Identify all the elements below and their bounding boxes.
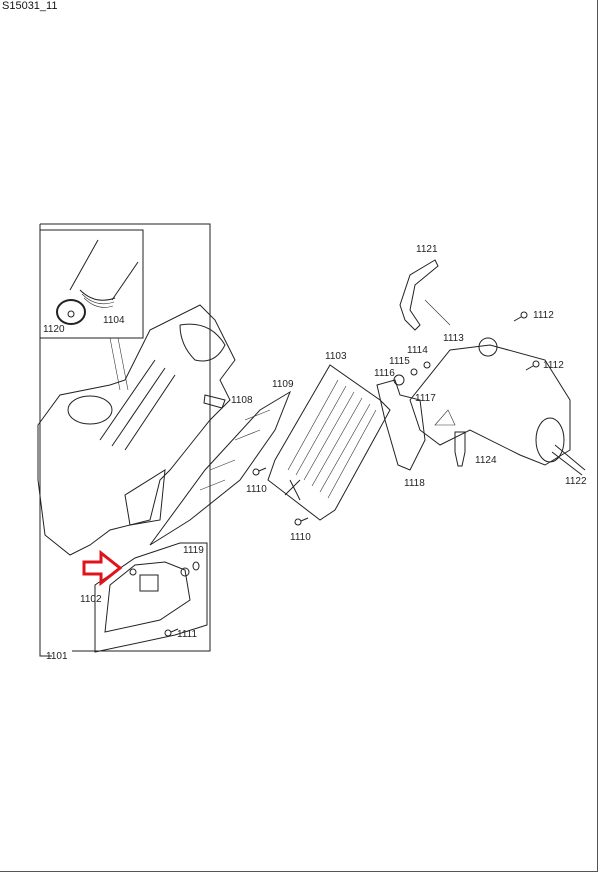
label-1113: 1113 bbox=[443, 333, 464, 344]
label-1111: 1111 bbox=[177, 629, 197, 640]
label-1121: 1121 bbox=[416, 244, 438, 255]
diagram-id: S15031_11 bbox=[2, 0, 58, 12]
screw-1114 bbox=[423, 361, 431, 369]
screw-1112b bbox=[525, 360, 540, 371]
label-1104: 1104 bbox=[103, 315, 125, 326]
part-1102-box bbox=[94, 542, 208, 653]
motor-assembly bbox=[409, 337, 586, 476]
bushing-1116 bbox=[393, 374, 405, 386]
label-1119: 1119 bbox=[183, 545, 204, 556]
label-1102: 1102 bbox=[80, 594, 102, 605]
screw-1110 bbox=[252, 467, 267, 476]
label-1116: 1116 bbox=[374, 368, 395, 379]
label-1117: 1117 bbox=[415, 393, 436, 404]
label-1112: 1112 bbox=[543, 360, 564, 371]
label-1124: 1124 bbox=[475, 455, 497, 466]
assembly-1101-bracket bbox=[39, 223, 211, 657]
switch-part-1102 bbox=[104, 561, 200, 633]
label-1109: 1109 bbox=[272, 379, 294, 390]
main-housing bbox=[37, 304, 236, 556]
screw-1112a bbox=[513, 311, 528, 322]
detail-inset-box bbox=[39, 229, 144, 339]
label-1115: 1115 bbox=[389, 356, 410, 367]
label-1110: 1110 bbox=[246, 484, 267, 495]
lever-1121 bbox=[399, 259, 439, 331]
label-1108: 1108 bbox=[231, 395, 253, 406]
connector-1124 bbox=[454, 431, 466, 467]
label-1110: 1110 bbox=[290, 532, 311, 543]
label-1114: 1114 bbox=[407, 345, 428, 356]
tube-detail bbox=[56, 239, 139, 325]
label-1118: 1118 bbox=[404, 478, 425, 489]
cover-plate-1109 bbox=[149, 390, 292, 546]
label-1112: 1112 bbox=[533, 310, 554, 321]
screw-1111 bbox=[164, 628, 179, 637]
washer-1115 bbox=[410, 368, 418, 376]
label-1103: 1103 bbox=[325, 351, 347, 362]
bracket-1118 bbox=[376, 379, 426, 471]
label-1122: 1122 bbox=[565, 476, 587, 487]
screw-1110b bbox=[294, 517, 309, 526]
label-1101: 1101 bbox=[46, 651, 68, 662]
label-1120: 1120 bbox=[43, 324, 65, 335]
highlight-arrow bbox=[82, 549, 123, 587]
heater-board-1103 bbox=[267, 364, 391, 521]
